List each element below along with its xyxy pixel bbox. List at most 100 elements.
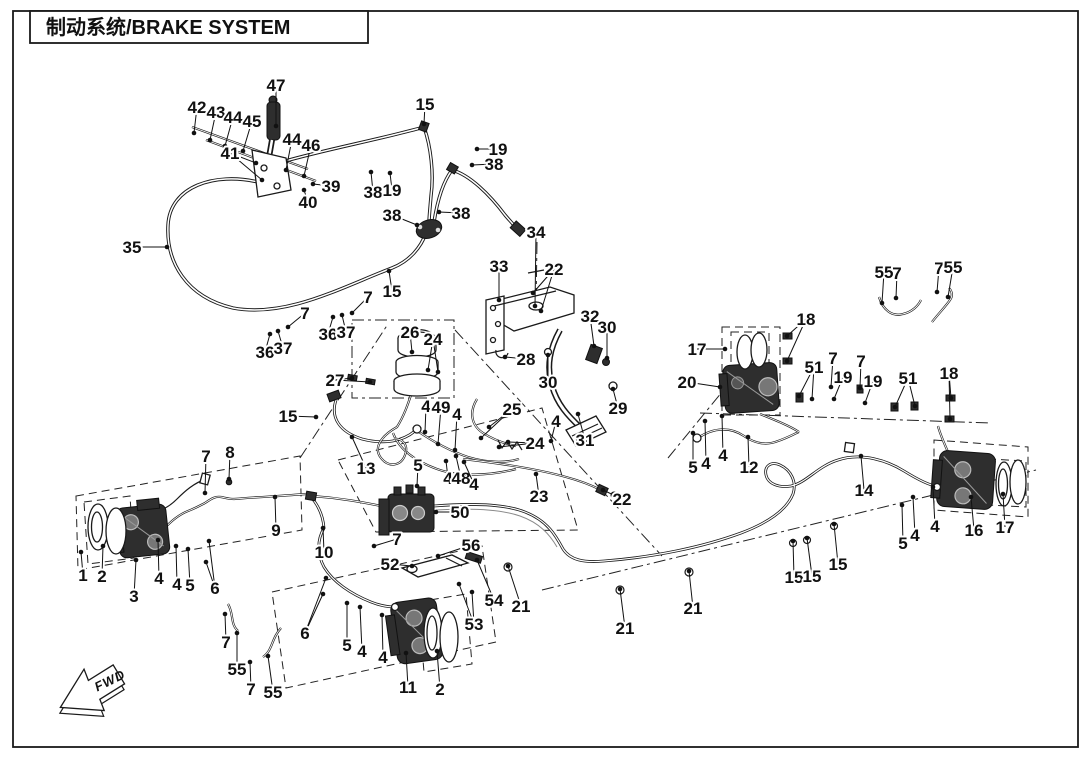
- leader-dot: [349, 310, 355, 316]
- callout-4: 4: [378, 648, 388, 667]
- callout-55: 55: [875, 263, 894, 282]
- pipe-13-fitting: [326, 389, 342, 403]
- leader-line: [721, 415, 724, 456]
- leader-line: [792, 540, 795, 578]
- callout-7: 7: [363, 288, 372, 307]
- callout-4: 4: [452, 405, 462, 424]
- leader-dot: [436, 209, 442, 215]
- leader-dot: [202, 490, 208, 496]
- callout-53: 53: [465, 615, 484, 634]
- callout-19: 19: [383, 181, 402, 200]
- leader-dot: [538, 308, 544, 314]
- callout-30: 30: [598, 318, 617, 337]
- leader-dot: [379, 612, 385, 618]
- leader-dot: [409, 349, 415, 355]
- leader-line: [370, 171, 374, 193]
- callout-23: 23: [530, 487, 549, 506]
- leader-line: [859, 360, 862, 389]
- callout-51: 51: [899, 369, 918, 388]
- callout-35: 35: [123, 238, 142, 257]
- leader-dot: [879, 300, 885, 306]
- banjo-fitting: [412, 424, 422, 434]
- callout-52: 52: [381, 555, 400, 574]
- leader-dot: [155, 537, 161, 543]
- leader-dot: [505, 563, 511, 569]
- leader-line: [101, 545, 104, 577]
- leader-dot: [719, 413, 725, 419]
- leader-dot: [591, 343, 597, 349]
- leader-line: [416, 464, 419, 487]
- leader-dot: [456, 581, 462, 587]
- leader-line: [907, 377, 916, 407]
- leader-dot: [185, 546, 191, 552]
- leader-line: [833, 523, 839, 565]
- leader-dot: [275, 328, 281, 334]
- callout-15: 15: [829, 555, 848, 574]
- leader-dot: [828, 384, 834, 390]
- leader-line: [894, 377, 909, 408]
- leader-line: [860, 455, 865, 491]
- title-block: 制动系统/BRAKE SYSTEM: [29, 10, 369, 44]
- leader-line: [471, 163, 495, 166]
- leader-line: [389, 563, 413, 567]
- leader-line: [391, 214, 418, 226]
- leader-dot: [387, 170, 393, 176]
- callout-48: 48: [452, 469, 471, 488]
- callout-44: 44: [224, 108, 243, 127]
- leader-line: [806, 537, 813, 577]
- callout-30: 30: [539, 373, 558, 392]
- callout-5: 5: [342, 636, 351, 655]
- leader-dot: [858, 453, 864, 459]
- leader-line: [535, 473, 540, 497]
- leader-line: [1002, 493, 1006, 528]
- leader-line: [249, 661, 252, 690]
- leader-line: [458, 583, 475, 625]
- leader-dot: [796, 393, 802, 399]
- leader-line: [264, 333, 271, 353]
- callout-55: 55: [228, 660, 247, 679]
- callout-1: 1: [78, 566, 87, 585]
- callout-44: 44: [283, 130, 302, 149]
- leader-line: [471, 591, 475, 625]
- leader-dot: [323, 575, 329, 581]
- leader-line: [704, 420, 707, 464]
- callout-26: 26: [401, 323, 420, 342]
- rear-left-caliper-20: [718, 362, 780, 414]
- leader-line: [811, 366, 815, 400]
- leader-dot: [686, 568, 692, 574]
- leader-line: [881, 271, 885, 304]
- callout-15: 15: [416, 95, 435, 114]
- rear-left-brake-pads-17: [736, 332, 768, 370]
- leader-dot: [443, 458, 449, 464]
- leader-line: [327, 316, 334, 335]
- leader-line: [786, 318, 807, 337]
- callout-21: 21: [616, 619, 635, 638]
- callout-5: 5: [688, 458, 697, 477]
- leader-line: [445, 460, 449, 479]
- callout-14: 14: [855, 481, 874, 500]
- leader-line: [577, 413, 586, 441]
- callout-25: 25: [503, 400, 522, 419]
- leader-dot: [349, 434, 355, 440]
- callout-7: 7: [856, 352, 865, 371]
- leader-dot: [226, 476, 232, 482]
- leader-line: [351, 436, 367, 469]
- leader-line: [901, 504, 904, 544]
- leader-dot: [532, 303, 538, 309]
- leader-dot: [604, 355, 610, 361]
- leader-dot: [435, 369, 441, 375]
- leader-line: [193, 106, 198, 134]
- leader-dot: [1000, 491, 1006, 497]
- callout-4: 4: [357, 642, 367, 661]
- leader-dot: [452, 447, 458, 453]
- leader-dot: [947, 416, 953, 422]
- callout-5: 5: [898, 534, 907, 553]
- callout-7: 7: [300, 304, 309, 323]
- leader-line: [224, 613, 227, 643]
- leader-dot: [339, 312, 345, 318]
- leader-dot: [934, 289, 940, 295]
- callout-11: 11: [399, 678, 417, 697]
- leader-dot: [610, 386, 616, 392]
- leader-dot: [422, 429, 428, 435]
